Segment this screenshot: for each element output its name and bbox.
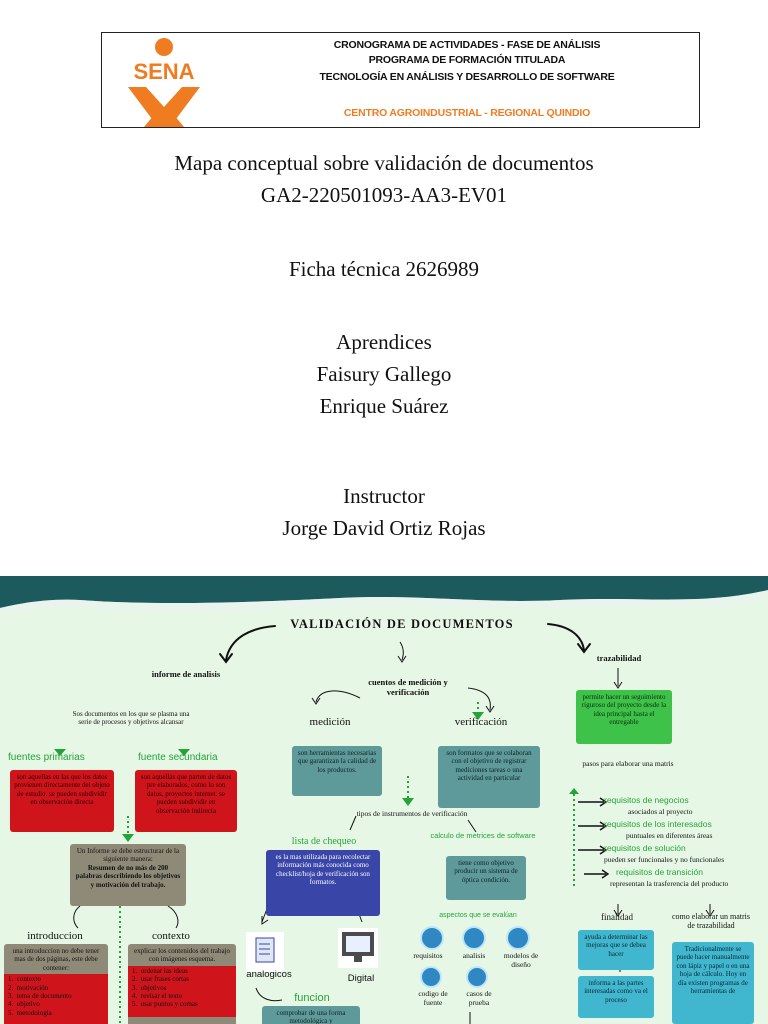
req-negocios-sub: asociados al proyecto	[628, 807, 693, 816]
aspect-item: analisis	[462, 951, 486, 960]
contexto-box: explicar los contenidos del trabajo con …	[128, 944, 236, 1024]
sena-logo: SENA	[128, 38, 200, 127]
informe-structure-summary: Resumen de no más de 200 palabras descri…	[75, 863, 181, 889]
finalidad-box-2: informa a las partes interesadas como va…	[578, 976, 654, 1018]
trazabilidad-box: permite hacer un seguimiento riguroso de…	[576, 690, 672, 744]
contexto-label: contexto	[152, 930, 190, 942]
calculo-box: tiene como objetivo producir un sistema …	[446, 856, 526, 900]
aspectos-label: aspectos que se evalúan	[439, 912, 517, 919]
contexto-item: 4. revisar el texto	[132, 991, 183, 1000]
finalidad-label: finalidad	[601, 912, 633, 922]
logo-text: SENA	[133, 59, 194, 84]
req-interesados: requisitos de los interesados	[604, 819, 712, 829]
req-solucion-sub: pueden ser funcionales y no funcionales	[604, 855, 725, 864]
aprendices-label: Aprendices	[336, 330, 432, 354]
fuentes-primarias-box: son aquellas en las que los datos provie…	[10, 770, 114, 832]
fuente-secundaria-label: fuente secundaria	[138, 752, 218, 763]
modelos-icon	[506, 926, 530, 950]
introduccion-text: una introduccion no debe tener mas de do…	[12, 947, 100, 972]
como-elaborar-box: Tradicionalmente se puede hacer manualme…	[672, 942, 754, 1024]
verificacion-label: verificación	[454, 716, 508, 728]
casos-icon	[466, 966, 488, 988]
introduccion-list: 1. contexto 2. motivación 3. tema de doc…	[4, 974, 108, 1024]
funcion-label: funcion	[294, 992, 330, 1004]
header-line-3: TECNOLOGÍA EN ANÁLISIS Y DESARROLLO DE S…	[319, 71, 615, 83]
codigo-icon	[420, 966, 442, 988]
header-line-2: PROGRAMA DE FORMACIÓN TITULADA	[368, 54, 566, 66]
requisitos-icon	[420, 926, 444, 950]
tipos-instrumentos: tipos de instrumentos de verificación	[356, 809, 468, 818]
aspect-item: casos de prueba	[466, 989, 492, 1007]
intro-item: 5. metodologia	[8, 1008, 52, 1017]
instructor-label: Instructor	[343, 484, 425, 508]
header-center: CENTRO AGROINDUSTRIAL - REGIONAL QUINDIO	[343, 107, 591, 119]
map-decoration	[0, 576, 768, 1024]
medicion-label: medición	[309, 716, 351, 728]
trazabilidad-heading: trazabilidad	[596, 653, 642, 663]
contexto-item: 3. objetivos	[132, 983, 167, 992]
aspect-item: requisitos	[413, 951, 443, 960]
cover-title-2: GA2-220501093-AA3-EV01	[260, 183, 508, 207]
funcion-box: comprobar de una forma metodológica y	[262, 1006, 360, 1024]
pasos-matris: pasos para elaborar una matris	[582, 759, 674, 768]
cover-title-1: Mapa conceptual sobre validación de docu…	[174, 151, 594, 175]
fuentes-primarias-label: fuentes primarias	[8, 752, 85, 763]
concept-map: VALIDACIÓN DE DOCUMENTOS informe de anal…	[0, 576, 768, 1024]
informe-structure-box: Un Informe se debe estructurar de la sig…	[70, 844, 186, 906]
introduccion-label: introduccion	[27, 930, 83, 942]
req-solucion: requisitos de solución	[604, 843, 686, 853]
analogicos-label: analogicos	[246, 969, 292, 980]
fuente-secundaria-box: son aquellas que parten de datos pre ela…	[135, 770, 237, 832]
map-title: VALIDACIÓN DE DOCUMENTOS	[290, 617, 514, 631]
contexto-text: explicar los contenidos del trabajo con …	[133, 947, 231, 964]
aspect-item: codigo de fuente	[418, 989, 448, 1007]
intro-item: 1. contexto	[8, 975, 41, 984]
verificacion-box: son formatos que se colaboran con el obj…	[438, 746, 540, 808]
contexto-list: 1. ordenar las ideas 2. usar frases cort…	[128, 965, 236, 1017]
informe-heading: informe de analisis	[151, 669, 221, 679]
intro-item: 4. objetivo	[8, 1000, 40, 1009]
contexto-item: 1. ordenar las ideas	[132, 966, 188, 975]
req-interesados-sub: puntuales en diferentes áreas	[626, 831, 713, 840]
req-transicion: requisitos de transición	[616, 867, 703, 877]
instructor-name: Jorge David Ortiz Rojas	[282, 516, 486, 540]
req-transicion-sub: representan la trasferencia del producto	[610, 879, 729, 888]
informe-desc: Sos documentos en los que se plasma una …	[72, 710, 190, 727]
cover-ficha: Ficha técnica 2626989	[288, 257, 480, 281]
contexto-item: 5. usar puntos y comas	[132, 1000, 198, 1009]
informe-structure-intro: Un Informe se debe estructurar de la sig…	[76, 847, 180, 864]
aprendiz-2: Enrique Suárez	[319, 394, 449, 418]
intro-item: 3. tema de documento	[8, 991, 72, 1000]
req-negocios: requisitos de negocios	[604, 795, 689, 805]
como-elaborar-label: como elaborar un matris de trazabilidad	[672, 912, 750, 931]
cuentos-heading: cuentos de medición y verificación	[368, 677, 448, 697]
finalidad-box-1: ayuda a determinar las mejoras que se de…	[578, 930, 654, 970]
aspect-item: modelos de diseño	[503, 951, 539, 969]
analisis-icon	[462, 926, 486, 950]
header-box: SENA CRONOGRAMA DE ACTIVIDADES - FASE DE…	[101, 32, 700, 128]
introduccion-box: una introduccion no debe tener mas de do…	[4, 944, 108, 1024]
calculo-label: calculo de metrices de software	[430, 831, 536, 840]
digital-label: Digital	[347, 973, 375, 984]
lista-chequeo-label: lista de chequeo	[291, 836, 357, 847]
lista-chequeo-box: es la mas utilizada para recolectar info…	[266, 850, 380, 916]
aprendiz-1: Faisury Gallego	[316, 362, 452, 386]
medicion-box: son herramientas necesarias que garantiz…	[292, 746, 382, 796]
intro-item: 2. motivación	[8, 983, 49, 992]
header-line-1: CRONOGRAMA DE ACTIVIDADES - FASE DE ANÁL…	[333, 39, 601, 51]
contexto-item: 2. usar frases cortas	[132, 975, 189, 984]
